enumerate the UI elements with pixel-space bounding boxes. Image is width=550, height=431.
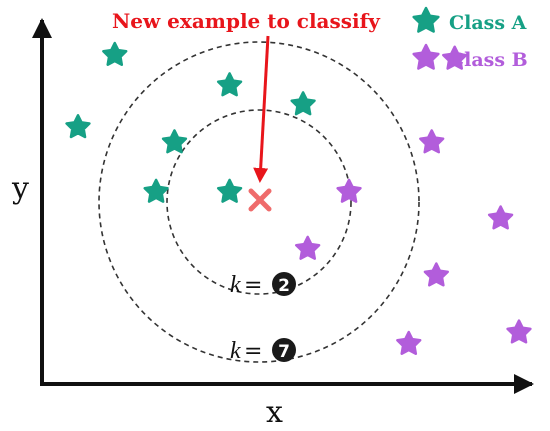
points-layer [65, 41, 532, 355]
class-a-star-icon-2 [216, 72, 243, 97]
legend-star-icon-class-b [412, 43, 440, 70]
class-a-star-icon-1 [65, 114, 91, 139]
class-b-star-icon-5 [487, 205, 514, 230]
star-icon [412, 43, 440, 70]
legend-label-class-a: Class A [449, 12, 527, 34]
class-b-star-icon-3 [295, 235, 321, 260]
class-b-star-icon-4 [423, 262, 449, 287]
class-a-star-icon-3 [161, 129, 188, 154]
class-b-star-icon-1 [419, 129, 445, 154]
legend-label-class-b: Class B [449, 49, 528, 71]
k2-equals: = [244, 273, 262, 298]
k7-value-badge [272, 338, 296, 362]
k2-value-badge [272, 272, 296, 296]
k2-neighborhood-circle [166, 109, 352, 295]
class-a-star-icon-0 [102, 41, 128, 66]
class-b-star-icon-0 [442, 45, 468, 70]
k2-value: 2 [278, 276, 290, 296]
class-a-star-icon-4 [143, 178, 169, 203]
k7-value: 7 [278, 342, 290, 362]
k7-equals: = [244, 339, 262, 364]
k7-label: k = 7 [230, 338, 296, 364]
k7-symbol: k [230, 338, 241, 364]
annotation-arrow [253, 35, 270, 183]
annotation-text: New example to classify [112, 9, 381, 33]
x-icon-stroke-2 [248, 188, 272, 212]
k2-symbol: k [230, 272, 241, 298]
k2-label: k = 2 [230, 272, 296, 298]
x-axis-label: x [266, 395, 283, 430]
class-b-star-icon-6 [396, 330, 422, 355]
class-b-star-icon-2 [336, 178, 362, 203]
legend-star-icon-class-a [412, 6, 440, 33]
legend: Class A Class B [412, 6, 528, 71]
k7-neighborhood-circle [98, 41, 420, 363]
class-a-star-icon-6 [290, 91, 316, 116]
class-a-star-icon-5 [216, 178, 243, 203]
star-icon [412, 6, 440, 33]
class-b-star-icon-7 [506, 319, 532, 344]
y-axis-label: y [11, 171, 29, 206]
query-point [248, 188, 272, 212]
